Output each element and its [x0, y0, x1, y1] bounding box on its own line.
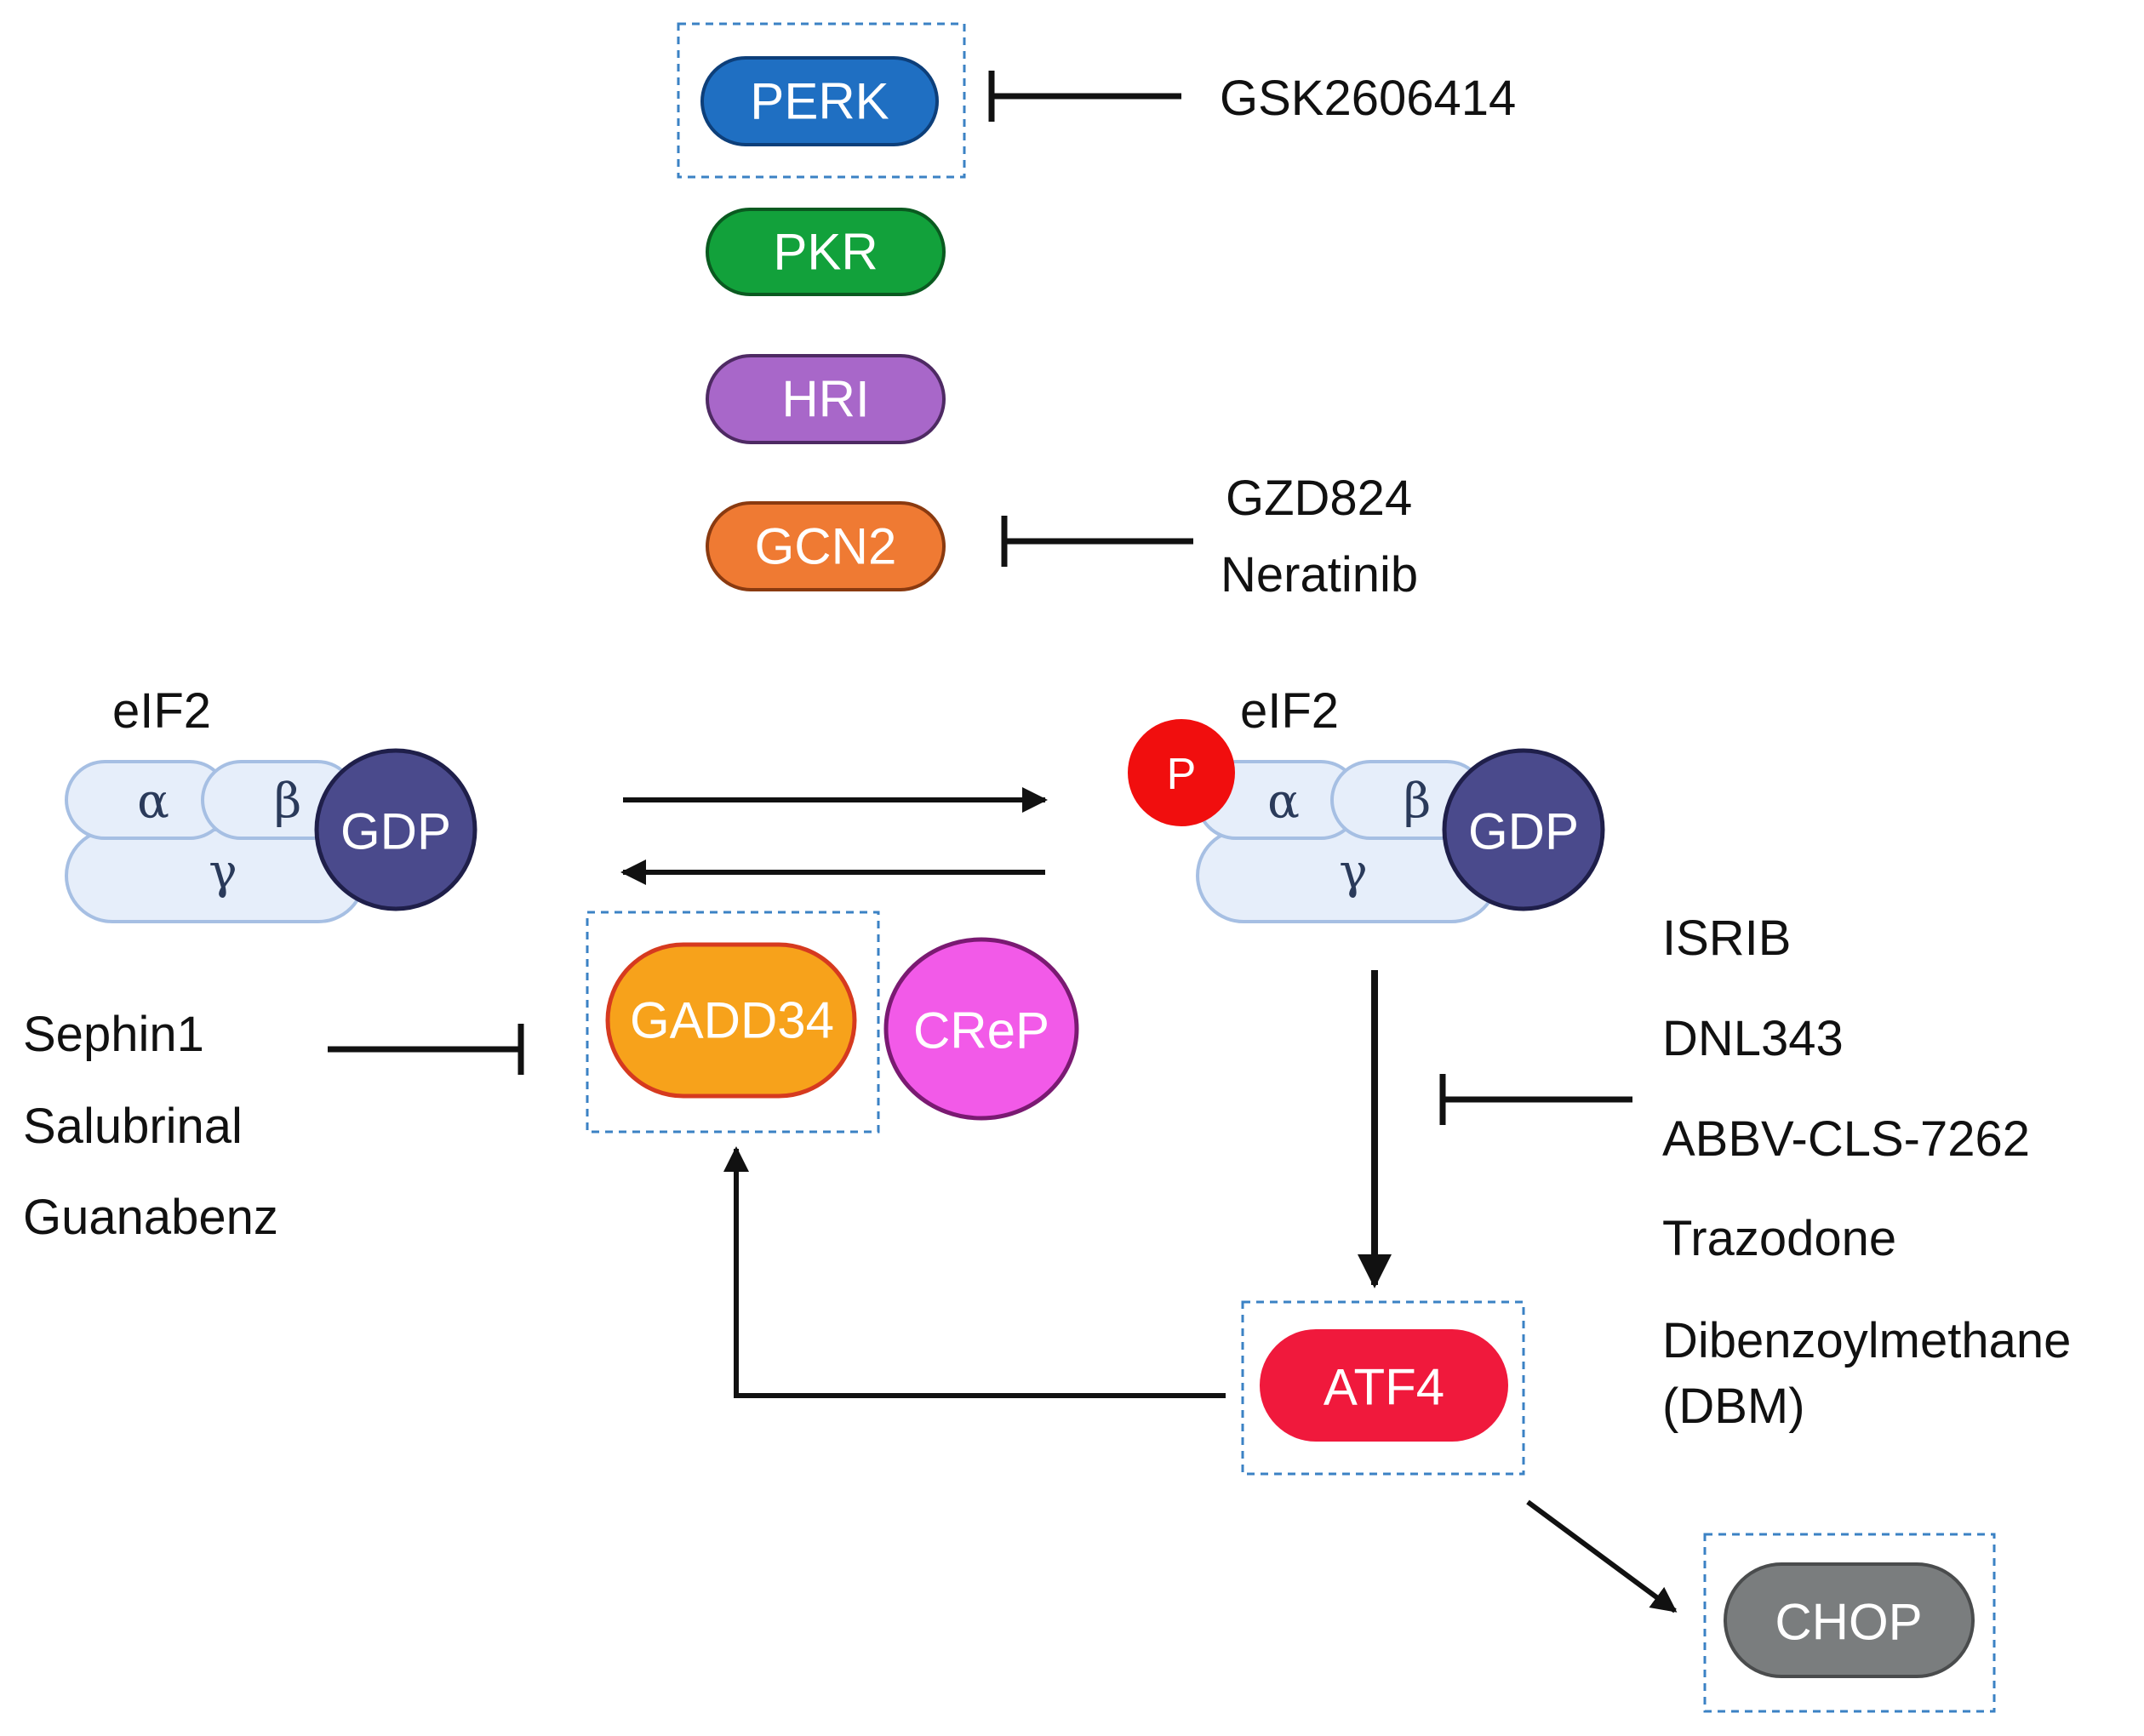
- eif2-left-gdp-label: GDP: [340, 803, 451, 860]
- eif2-right-gamma-label: γ: [1339, 845, 1367, 900]
- gcn2-inhibitor-label-2: Neratinib: [1221, 547, 1418, 602]
- phosphate-circle: [1128, 719, 1235, 826]
- eif2-left-complex: γ α β GDP: [65, 748, 477, 923]
- phosphatase-inhibitor-label-1: Sephin1: [23, 1007, 204, 1062]
- eif2-left-beta-label: β: [274, 774, 301, 830]
- chop-highlight-box: [1703, 1533, 1996, 1713]
- isr-inhibition-line: [1439, 1074, 1632, 1125]
- eif2-left-gdp: [314, 748, 477, 911]
- atf4-node: ATF4: [1260, 1329, 1508, 1442]
- eif2-right-gdp-label: GDP: [1468, 803, 1579, 860]
- eif2-left-alpha-label: α: [137, 774, 169, 830]
- phosphatase-inhibition-line: [328, 1024, 524, 1075]
- chop-node: CHOP: [1724, 1562, 1975, 1678]
- eif2-left-gamma-label: γ: [209, 845, 237, 900]
- gcn2-inhibition-line: [1001, 516, 1193, 567]
- phosphatase-inhibitor-label-3: Guanabenz: [23, 1190, 278, 1245]
- isr-inhibitor-label-4: Trazodone: [1662, 1211, 1896, 1266]
- eif2-right-gdp: [1442, 748, 1605, 911]
- eif2-right-label: eIF2: [1240, 683, 1339, 739]
- gcn2-node: GCN2: [706, 501, 946, 591]
- isr-inhibitor-label-1: ISRIB: [1662, 911, 1792, 966]
- phosphatase-inhibitor-label-2: Salubrinal: [23, 1099, 243, 1154]
- chop-label: CHOP: [1775, 1594, 1922, 1651]
- isr-inhibitor-label-5: Dibenzoylmethane: [1662, 1313, 2071, 1368]
- atf4-to-gadd34-arrow: [723, 1146, 1226, 1398]
- gadd34-label: GADD34: [630, 992, 834, 1049]
- perk-label: PERK: [750, 73, 889, 130]
- atf4-highlight-box: [1241, 1300, 1525, 1476]
- eif2-right-complex: γ α β GDP P: [1128, 719, 1605, 923]
- isr-inhibitor-label-6: (DBM): [1662, 1379, 1805, 1434]
- eif2-right-alpha-label: α: [1267, 774, 1300, 830]
- crep-node: CReP: [883, 937, 1079, 1121]
- atf4-to-chop-arrow: [1526, 1499, 1678, 1613]
- perk-node: PERK: [700, 56, 939, 146]
- gadd34-highlight-box: [586, 911, 880, 1134]
- eif2-left-label: eIF2: [112, 683, 211, 739]
- perk-inhibition-line: [988, 71, 1181, 122]
- hri-label: HRI: [781, 371, 869, 428]
- pkr-node: PKR: [706, 208, 946, 296]
- perk-inhibitor-label: GSK2606414: [1220, 71, 1516, 126]
- eif2-right-beta-label: β: [1404, 774, 1431, 830]
- gadd34-node: GADD34: [605, 942, 857, 1099]
- atf4-label: ATF4: [1324, 1359, 1444, 1416]
- isr-inhibitor-label-2: DNL343: [1662, 1011, 1844, 1066]
- pkr-label: PKR: [773, 224, 878, 281]
- isr-inhibitor-label-3: ABBV-CLS-7262: [1662, 1111, 2030, 1167]
- phosphate-label: P: [1167, 750, 1197, 799]
- hri-node: HRI: [706, 354, 946, 444]
- gcn2-inhibitor-label-1: GZD824: [1226, 471, 1412, 526]
- perk-highlight-box: [677, 22, 966, 179]
- gcn2-label: GCN2: [755, 518, 897, 575]
- crep-label: CReP: [913, 1002, 1049, 1059]
